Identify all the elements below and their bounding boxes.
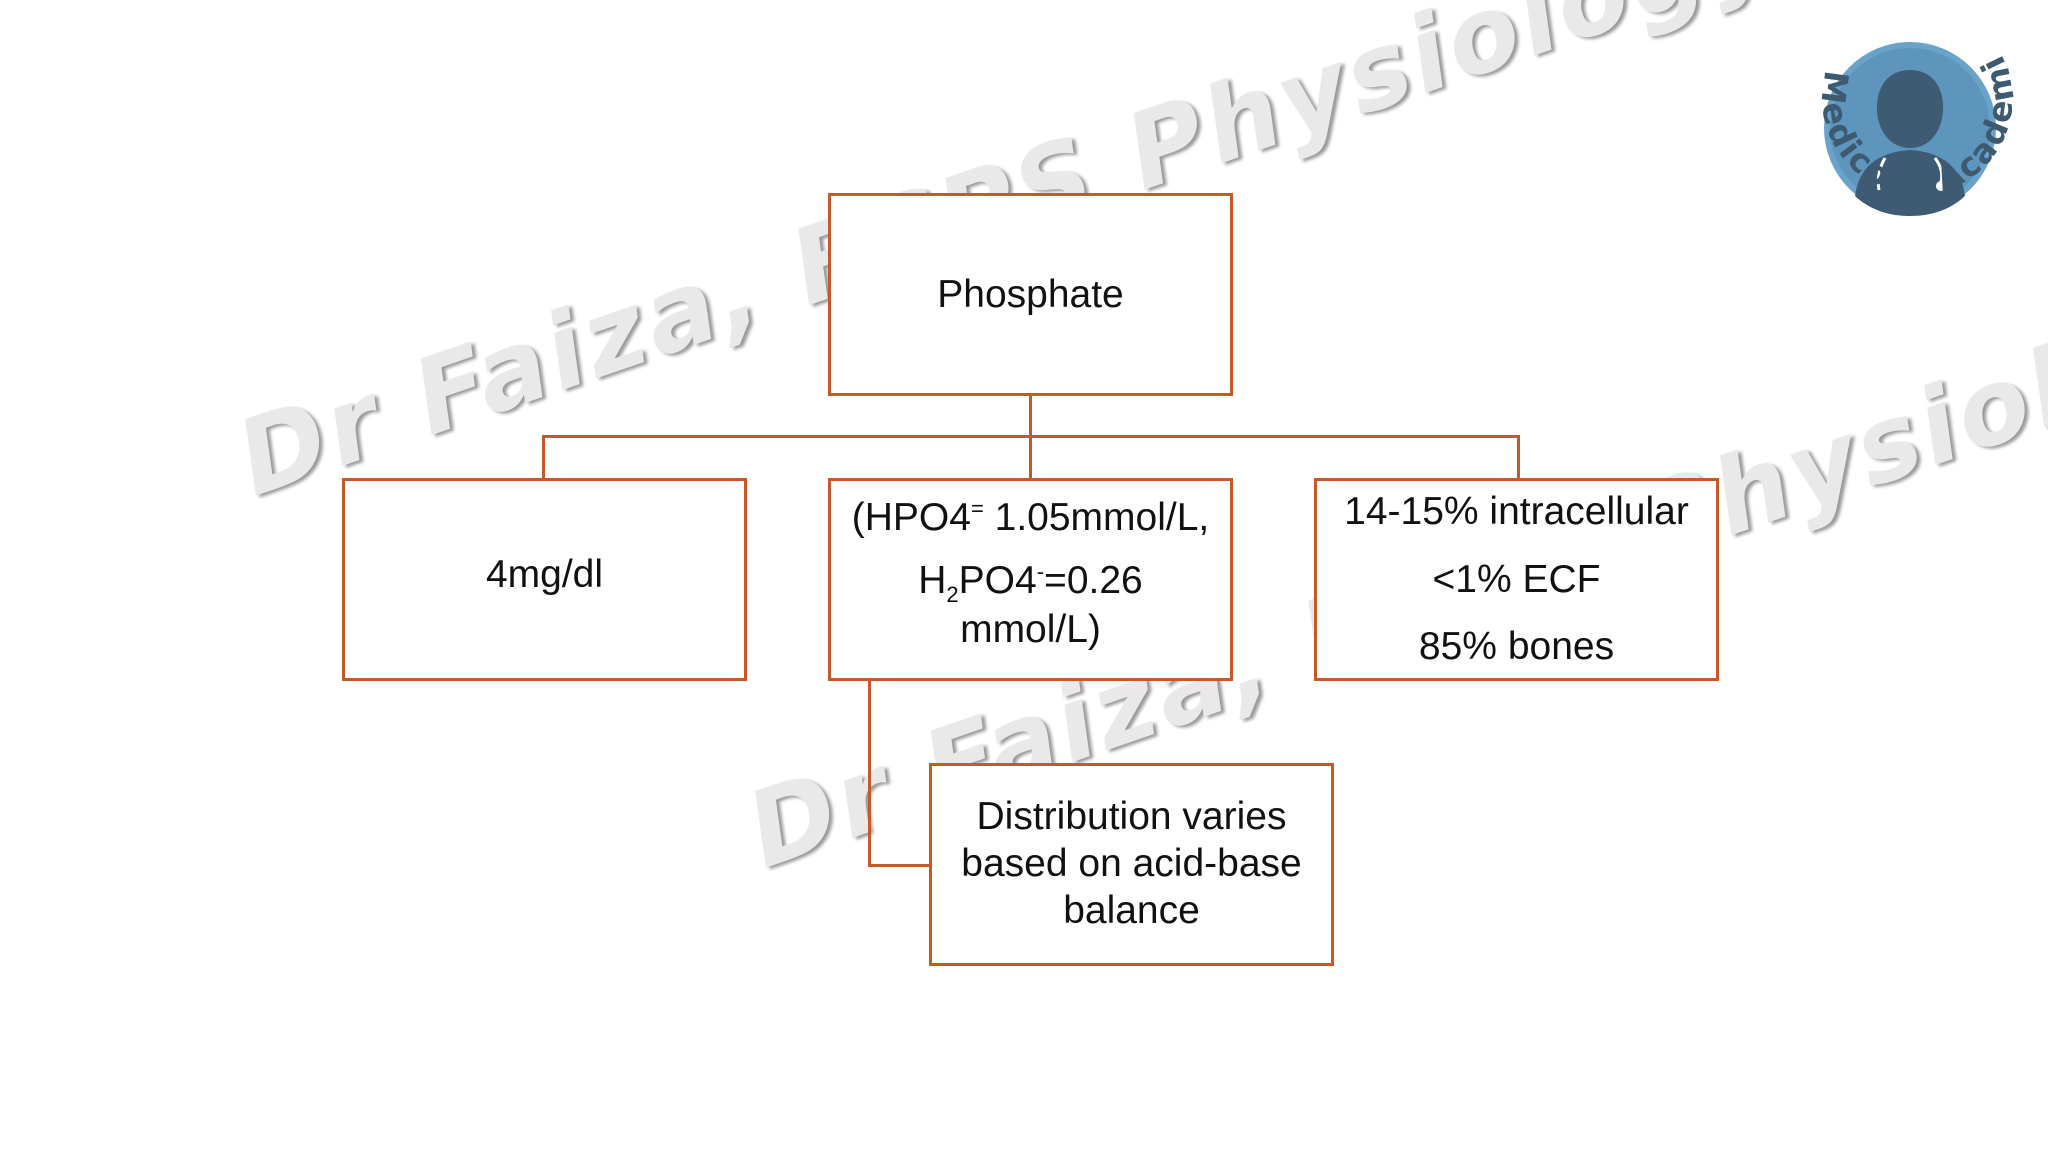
distribution-ecf: <1% ECF — [1432, 557, 1601, 601]
hpo4-line: (HPO4= 1.05mmol/L, — [851, 495, 1210, 539]
h2po4-line: H2PO4-=0.26 — [918, 559, 1143, 608]
acid-base-note: Distribution varies based on acid-base b… — [961, 795, 1302, 932]
connector-right-down — [1517, 435, 1520, 481]
connector-note-horizontal — [868, 864, 932, 867]
concentration-box: 4mg/dl — [342, 478, 747, 681]
distribution-bones: 85% bones — [1418, 625, 1615, 669]
acid-base-note-box: Distribution varies based on acid-base b… — [929, 763, 1334, 966]
medicose-academics-logo: Medicose Academics — [1785, 18, 2020, 216]
h2po4-unit: mmol/L) — [960, 607, 1101, 651]
connector-left-down — [542, 435, 545, 481]
concentration-label: 4mg/dl — [485, 552, 604, 596]
doctor-avatar-icon — [1830, 48, 1990, 216]
phosphate-box: Phosphate — [828, 193, 1233, 396]
connector-note-vertical — [868, 680, 871, 867]
phosphate-label: Phosphate — [937, 272, 1124, 316]
phosphate-forms-box: (HPO4= 1.05mmol/L, H2PO4-=0.26 mmol/L) — [828, 478, 1233, 681]
connector-middle-down — [1029, 435, 1032, 481]
distribution-box: 14-15% intracellular <1% ECF 85% bones — [1314, 478, 1719, 681]
connector-root-down — [1029, 394, 1032, 438]
distribution-intracellular: 14-15% intracellular — [1344, 490, 1689, 534]
